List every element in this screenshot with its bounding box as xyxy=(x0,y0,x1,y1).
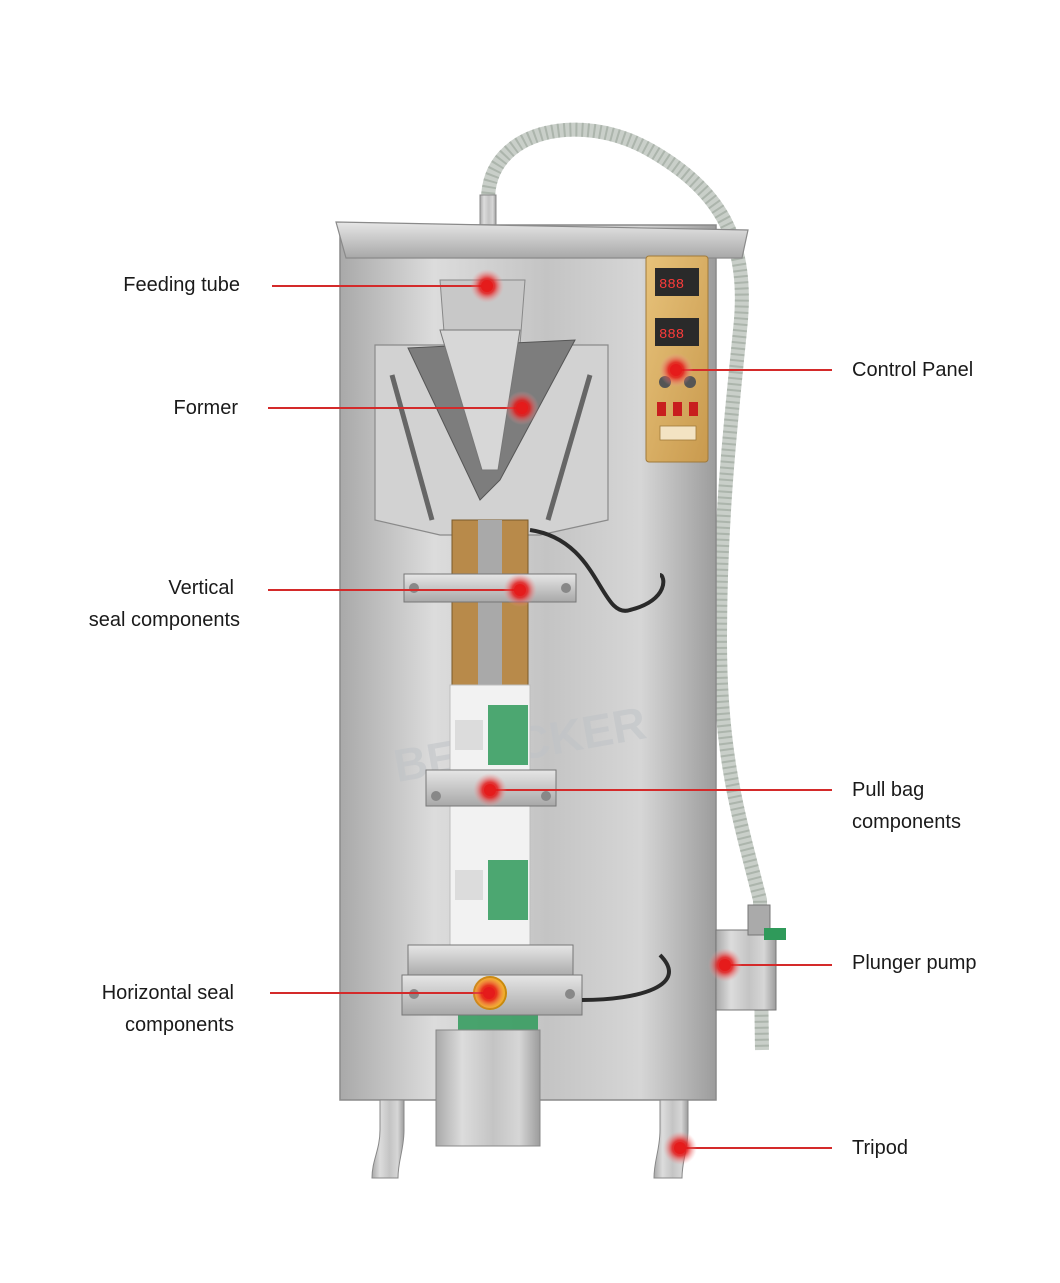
svg-text:888: 888 xyxy=(659,277,684,293)
label-pull-bag: Pull bag components xyxy=(852,779,961,833)
marker-former xyxy=(505,391,539,425)
marker-horizontal-seal xyxy=(472,976,506,1010)
marker-plunger-pump xyxy=(708,948,742,982)
label-former: Former xyxy=(173,397,238,419)
label-vertical-seal: Vertical seal components xyxy=(88,577,240,631)
callout-lines xyxy=(268,285,832,1149)
marker-control-panel xyxy=(659,353,693,387)
marker-vertical-seal xyxy=(503,573,537,607)
svg-text:888: 888 xyxy=(659,327,684,343)
marker-pull-bag xyxy=(473,773,507,807)
label-plunger-pump: Plunger pump xyxy=(852,952,977,974)
label-control-panel: Control Panel xyxy=(852,359,974,381)
marker-feeding-tube xyxy=(470,269,504,303)
discharge-chute xyxy=(435,1029,541,1147)
label-feeding-tube: Feeding tube xyxy=(123,274,240,296)
machine-lid xyxy=(335,221,749,259)
label-horizontal-seal: Horizontal seal components xyxy=(101,982,234,1036)
callout-markers xyxy=(470,269,742,1165)
supply-hose xyxy=(481,122,769,1051)
control-panel: 888 888 xyxy=(645,255,709,463)
former-assembly xyxy=(374,279,609,536)
marker-tripod xyxy=(663,1131,697,1165)
label-tripod: Tripod xyxy=(852,1137,908,1159)
